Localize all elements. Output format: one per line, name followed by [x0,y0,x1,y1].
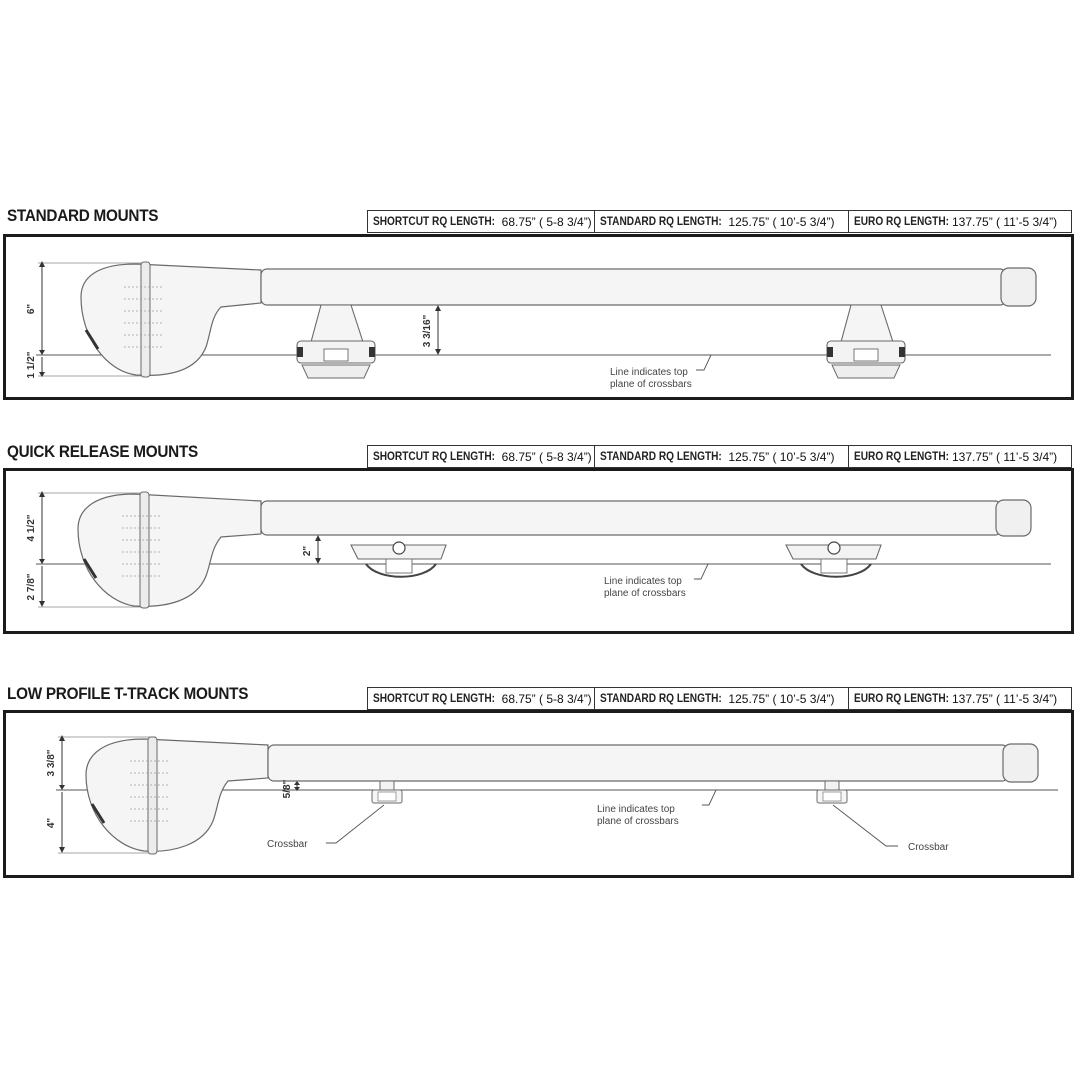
length-label: SHORTCUT RQ LENGTH: [373,215,496,228]
tray-tube [260,500,1002,536]
dimension-label-mount: 5/8" [282,779,293,798]
length-cell-standard: STANDARD RQ LENGTH: 125.75” ( 10’-5 3/4”… [595,446,849,467]
length-value: 137.75” ( 11’-5 3/4”) [951,449,1058,464]
length-label: SHORTCUT RQ LENGTH: [373,692,496,705]
tray-latch [90,803,106,824]
mount-right [816,780,848,804]
tray-head [85,738,269,852]
line-note-2: plane of crossbars [597,816,679,827]
section-title: STANDARD MOUNTS [7,206,159,225]
length-cell-shortcut: SHORTCUT RQ LENGTH: 68.75” ( 5-8 3/4”) [368,211,595,232]
mount-left [371,780,403,804]
line-note-2: plane of crossbars [610,379,692,390]
end-cap [995,499,1032,537]
diagram-frame: 3 3/8" 4" [3,710,1074,878]
length-value: 125.75” ( 10’-5 3/4”) [728,449,835,464]
dimension-label-lower: 1 1/2" [26,351,37,378]
tray-head [77,493,262,607]
tray-strap [139,491,150,609]
length-cell-euro: EURO RQ LENGTH: 137.75” ( 11’-5 3/4”) [849,211,1071,232]
length-cell-standard: STANDARD RQ LENGTH: 125.75” ( 10’-5 3/4”… [595,211,849,232]
length-value: 125.75” ( 10’-5 3/4”) [728,691,835,706]
length-cell-shortcut: SHORTCUT RQ LENGTH: 68.75” ( 5-8 3/4”) [368,446,595,467]
length-label: SHORTCUT RQ LENGTH: [373,450,496,463]
length-cell-standard: STANDARD RQ LENGTH: 125.75” ( 10’-5 3/4”… [595,688,849,709]
line-note-1: Line indicates top [597,804,675,815]
section-title: LOW PROFILE T-TRACK MOUNTS [7,684,249,703]
dimension-label-upper: 3 3/8" [46,749,57,776]
line-note-2: plane of crossbars [604,588,686,599]
section-title: QUICK RELEASE MOUNTS [7,442,198,461]
length-label: STANDARD RQ LENGTH: [600,692,722,705]
length-label: EURO RQ LENGTH: [854,692,950,705]
dimension-label-mount: 3 3/16" [422,314,433,347]
length-value: 68.75” ( 5-8 3/4”) [501,691,592,706]
mount-left [296,304,376,379]
tray-tube [267,744,1009,782]
tray-strap [147,736,158,855]
length-label: EURO RQ LENGTH: [854,215,950,228]
length-value: 68.75” ( 5-8 3/4”) [501,449,592,464]
diagram-frame: 4 1/2" 2 7/8" [3,468,1074,634]
length-cell-euro: EURO RQ LENGTH: 137.75” ( 11’-5 3/4”) [849,688,1071,709]
length-table: SHORTCUT RQ LENGTH: 68.75” ( 5-8 3/4”) S… [367,445,1072,468]
rack-diagram: 6" 1 1/2" [26,261,1051,390]
length-cell-euro: EURO RQ LENGTH: 137.75” ( 11’-5 3/4”) [849,446,1071,467]
dimension-label-lower: 4" [46,818,57,829]
mount-left [350,541,447,578]
length-label: STANDARD RQ LENGTH: [600,450,722,463]
tray-latch [82,558,98,579]
dimension-label-upper: 6" [26,304,37,315]
length-label: EURO RQ LENGTH: [854,450,950,463]
length-value: 125.75” ( 10’-5 3/4”) [728,214,835,229]
end-cap [1002,743,1039,783]
crossbar-label-right: Crossbar [908,842,949,853]
tray-tube [260,268,1007,306]
tray-latch [84,329,100,350]
diagram-frame: 6" 1 1/2" [3,234,1074,400]
length-table: SHORTCUT RQ LENGTH: 68.75” ( 5-8 3/4”) S… [367,210,1072,233]
mount-right [826,304,906,379]
length-label: STANDARD RQ LENGTH: [600,215,722,228]
tray-strap [140,261,151,378]
length-value: 137.75” ( 11’-5 3/4”) [951,214,1058,229]
rack-diagram: 3 3/8" 4" [46,735,1058,855]
length-cell-shortcut: SHORTCUT RQ LENGTH: 68.75” ( 5-8 3/4”) [368,688,595,709]
dimension-label-lower: 2 7/8" [26,573,37,600]
length-value: 137.75” ( 11’-5 3/4”) [951,691,1058,706]
dimension-label-mount: 2" [302,546,313,557]
length-table: SHORTCUT RQ LENGTH: 68.75” ( 5-8 3/4”) S… [367,687,1072,710]
tray-head [80,263,262,376]
length-value: 68.75” ( 5-8 3/4”) [501,214,592,229]
mount-right [785,541,882,578]
line-note-1: Line indicates top [604,576,682,587]
rack-diagram: 4 1/2" 2 7/8" [26,491,1051,609]
dimension-label-upper: 4 1/2" [26,514,37,541]
line-note-1: Line indicates top [610,367,688,378]
end-cap [1000,267,1037,307]
crossbar-label-left: Crossbar [267,839,308,850]
